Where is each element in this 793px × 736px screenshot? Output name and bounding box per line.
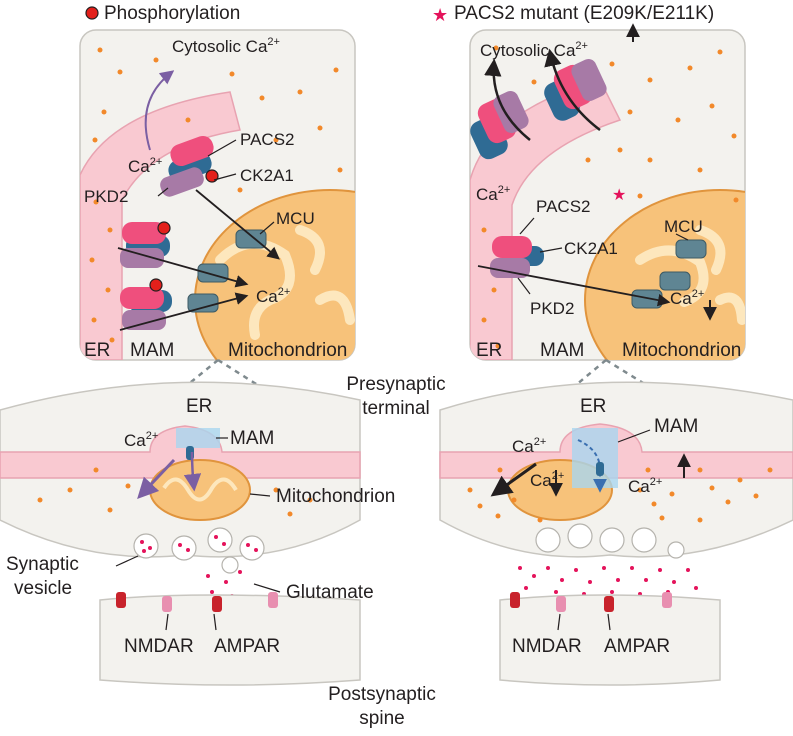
synaptic-vesicle-label-2: vesicle	[14, 578, 72, 599]
glutamate-label: Glutamate	[286, 582, 374, 603]
right-postsynaptic-spine	[499, 594, 721, 686]
left-synapse-mam-box	[176, 428, 220, 448]
right-inset-leaders	[517, 217, 689, 295]
left-mam-label: MAM	[130, 340, 174, 361]
right-inset-efflux-arrow-2	[544, 48, 601, 131]
phosphorylation-dot-icon	[85, 6, 99, 20]
right-mam-label: MAM	[540, 340, 584, 361]
right-er-label: ER	[476, 340, 502, 361]
right-synapse-ca-label-mito: Ca2+	[530, 470, 564, 490]
right-synapse-ca-label-er: Ca2+	[512, 436, 546, 456]
presynaptic-label-2: terminal	[362, 398, 430, 419]
right-ck2a1-label: CK2A1	[564, 239, 618, 258]
legend-phosphorylation: Phosphorylation	[85, 3, 240, 24]
right-released-glutamate	[518, 566, 698, 596]
right-ca-label-mito: Ca2+	[670, 288, 704, 308]
right-synapse-leaders	[557, 429, 651, 631]
right-pkd2-label: PKD2	[530, 299, 574, 318]
right-inset-efflux-arrow-1	[484, 58, 531, 141]
right-synapse-efflux-arrow	[490, 462, 537, 497]
right-mcu-label: MCU	[664, 217, 703, 236]
left-inset-arrow-2	[117, 247, 249, 288]
left-pacs2-label: PACS2	[240, 130, 295, 149]
phospho-dot-icon	[205, 169, 219, 183]
left-inset: Cytosolic Ca2+ PACS2 Ca2+ CK2A1 PKD2 MCU…	[79, 29, 356, 361]
left-pkd2-label: PKD2	[84, 187, 128, 206]
right-ca-label-er: Ca2+	[476, 184, 510, 204]
left-cytosolic-label: Cytosolic Ca2+	[172, 36, 280, 56]
left-mcu-label: MCU	[276, 209, 315, 228]
left-released-glutamate	[206, 570, 242, 598]
right-inset-calcium-dots	[481, 45, 739, 349]
right-synapse-ca-label-cyto: Ca2+	[628, 476, 662, 496]
right-ampar-label: AMPAR	[604, 636, 670, 657]
right-receptors	[510, 592, 672, 612]
left-synapse-mam-label: MAM	[230, 428, 274, 449]
synaptic-vesicle-label-1: Synaptic	[6, 554, 79, 575]
right-synaptic-vesicles	[535, 523, 685, 559]
left-synaptic-vesicles	[133, 527, 265, 574]
legend-mutant-label: PACS2 mutant (E209K/E211K)	[454, 3, 714, 24]
right-synapse-er-label: ER	[580, 396, 606, 417]
right-inset-arrow-mito	[477, 265, 671, 307]
left-inset-leaders	[157, 139, 275, 235]
left-synapse-leaders	[115, 437, 281, 631]
left-er-label: ER	[84, 340, 110, 361]
right-inset: Cytosolic Ca2+ Ca2+ PACS2 ★ CK2A1 MCU PK…	[469, 23, 746, 361]
left-inset-arrow-1	[195, 189, 280, 260]
left-synapse-er	[0, 425, 361, 479]
right-inset-cristae	[635, 225, 745, 325]
left-ca-label-mito: Ca2+	[256, 286, 290, 306]
left-ampar-label: AMPAR	[214, 636, 280, 657]
right-mutant-star-icon: ★	[612, 187, 626, 204]
legend-mutant: ★ PACS2 mutant (E209K/E211K)	[432, 3, 714, 25]
left-vesicle-glutamate	[140, 535, 258, 553]
phospho-dot-icon	[149, 278, 163, 292]
left-inset-calcium-dots	[89, 47, 343, 343]
postsynaptic-label-1: Postsynaptic	[328, 684, 436, 705]
right-pacs2-label: PACS2	[536, 197, 591, 216]
left-ck2a1-label: CK2A1	[240, 166, 294, 185]
right-complex-upper-left	[470, 91, 529, 160]
mutant-star-icon: ★	[432, 5, 448, 25]
left-inset-er	[80, 91, 241, 360]
left-synapse-ca-label: Ca2+	[124, 430, 158, 450]
left-synapse-er-label: ER	[186, 396, 212, 417]
left-complex-mid	[120, 221, 171, 268]
right-synapse: ER MAM Ca2+ Ca2+ Ca2+ NMDAR AMPAR	[439, 381, 793, 686]
right-mito-label: Mitochondrion	[622, 340, 741, 361]
legend-phosphorylation-label: Phosphorylation	[104, 3, 240, 24]
left-receptors	[116, 592, 278, 612]
left-inset-arrow-3	[119, 292, 249, 331]
phospho-dot-icon	[157, 221, 171, 235]
right-synapse-mam-box	[572, 428, 618, 488]
presynaptic-label-1: Presynaptic	[346, 374, 445, 395]
left-synapse-efflux-arrow	[137, 458, 176, 500]
left-inset-efflux-arrow	[144, 70, 175, 151]
right-mcu-channels	[631, 239, 707, 309]
left-mito-label: Mitochondrion	[228, 340, 347, 361]
left-synapse-calcium-dots	[37, 467, 313, 517]
left-synapse-mito-label: Mitochondrion	[276, 486, 395, 507]
left-ca-label-er: Ca2+	[128, 156, 162, 176]
left-mcu-channels	[187, 229, 267, 313]
left-complex-top	[160, 135, 219, 197]
right-complex-upper-right	[544, 59, 607, 121]
right-synapse-calcium-dots	[467, 467, 773, 523]
right-cytosolic-label: Cytosolic Ca2+	[480, 40, 588, 60]
right-nmdar-label: NMDAR	[512, 636, 582, 657]
left-synapse: ER Ca2+ MAM Mitochondrion Synaptic vesic…	[0, 381, 395, 686]
right-synapse-dashed-route	[577, 439, 607, 493]
right-complex-lower	[490, 236, 544, 278]
left-complex-bottom	[120, 278, 172, 330]
left-nmdar-label: NMDAR	[124, 636, 194, 657]
right-synapse-mam-label: MAM	[654, 416, 698, 437]
postsynaptic-label-2: spine	[359, 708, 404, 729]
left-postsynaptic-spine	[99, 594, 361, 686]
